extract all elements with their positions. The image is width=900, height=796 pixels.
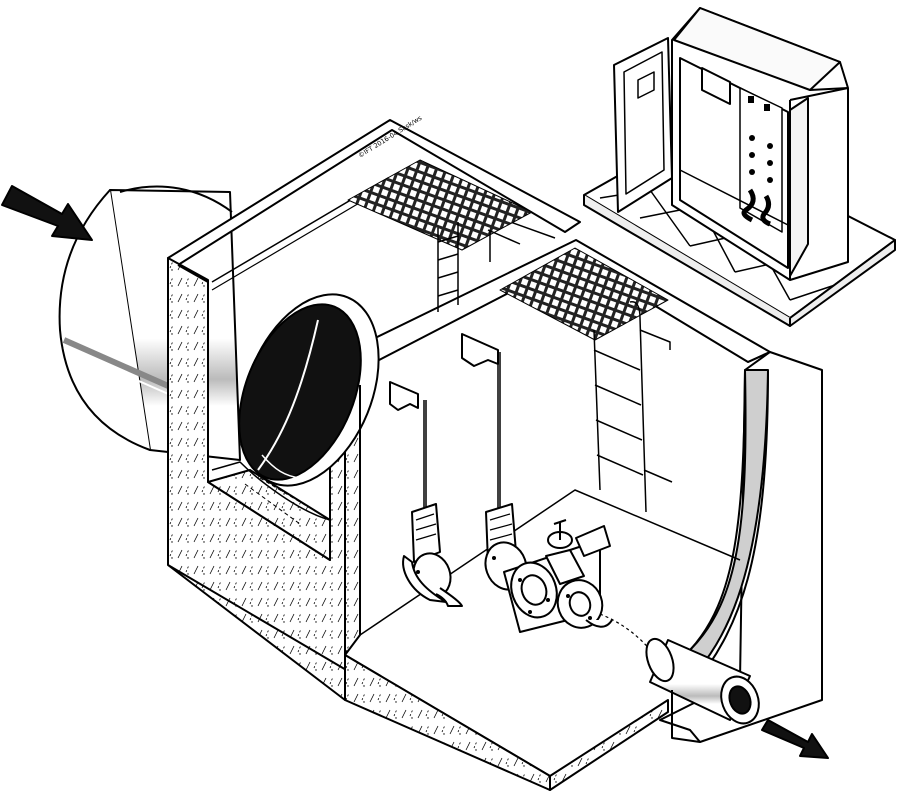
inlet-opening [238, 293, 380, 487]
grating-wet-well [347, 159, 533, 251]
control-cabinet [583, 7, 896, 327]
cabinet-door [613, 37, 673, 213]
inflow-arrow-icon [1, 185, 93, 241]
grating-valve-chamber [499, 247, 669, 341]
outlet-pipe [645, 637, 760, 743]
inlet-pipe [58, 185, 241, 461]
control-buttons-icon [748, 96, 773, 183]
cabinet-display [701, 67, 731, 105]
valve-chamber-interior [359, 333, 741, 681]
outflow-arrow-icon [761, 719, 829, 759]
ladder-wet-well [437, 222, 521, 312]
ladder-valve-chamber [593, 301, 673, 513]
